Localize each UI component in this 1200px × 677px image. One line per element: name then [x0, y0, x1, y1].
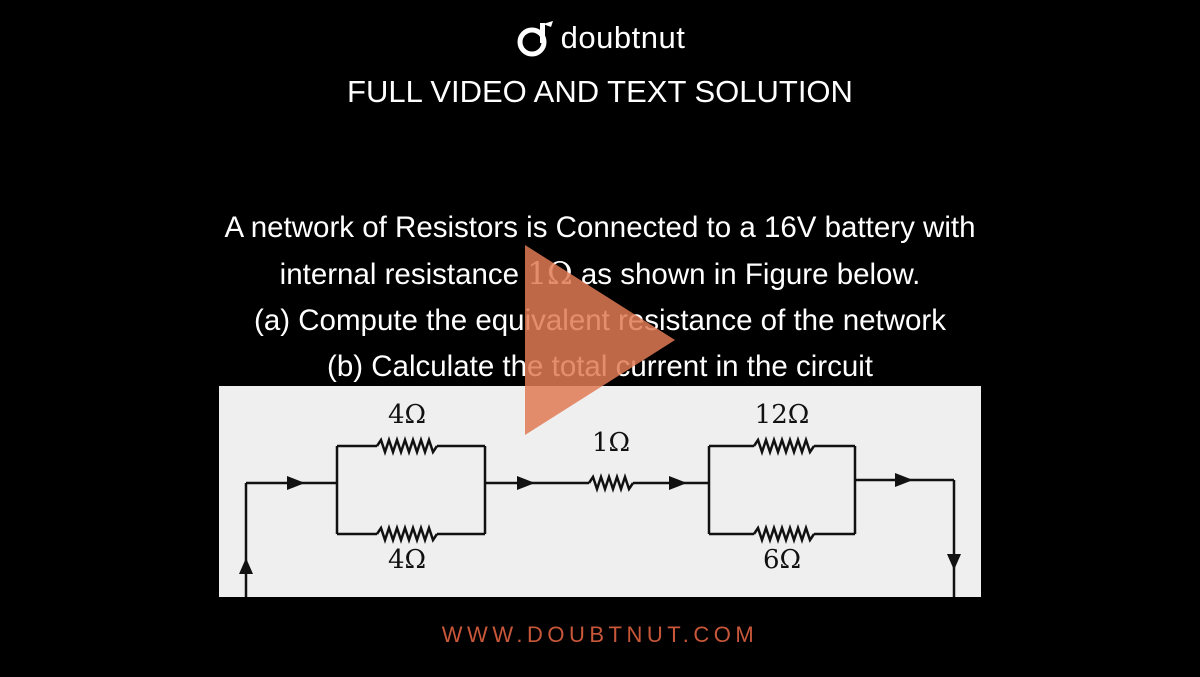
brand-name: doubtnut: [560, 20, 686, 55]
circuit-figure: 4Ω 4Ω 1Ω 12Ω 6Ω: [219, 386, 981, 597]
arrow-icon: [669, 476, 687, 490]
label-bottom-left: 4Ω: [388, 545, 426, 575]
arrow-icon: [287, 476, 305, 490]
page-subtitle: FULL VIDEO AND TEXT SOLUTION: [347, 74, 853, 109]
doubtnut-logo-icon: [517, 21, 553, 57]
label-middle: 1Ω: [592, 428, 630, 458]
label-bottom-right: 6Ω: [763, 545, 801, 575]
play-icon[interactable]: [525, 245, 675, 435]
circuit-diagram: 4Ω 4Ω 1Ω 12Ω 6Ω: [239, 400, 961, 597]
question-line-1: A network of Resistors is Connected to a…: [224, 211, 976, 244]
arrow-icon: [239, 558, 253, 574]
arrow-icon: [895, 473, 913, 487]
footer-url[interactable]: WWW.DOUBTNUT.COM: [441, 622, 759, 647]
arrow-icon: [947, 554, 961, 570]
label-top-right: 12Ω: [755, 400, 810, 430]
question-line-2-start: internal resistance: [279, 258, 528, 291]
arrow-icon: [517, 476, 535, 490]
label-top-left: 4Ω: [388, 400, 426, 430]
play-button-shape[interactable]: [525, 245, 675, 435]
question-line-2-end: as shown in Figure below.: [572, 258, 921, 291]
brand-header: doubtnut: [0, 14, 1200, 62]
